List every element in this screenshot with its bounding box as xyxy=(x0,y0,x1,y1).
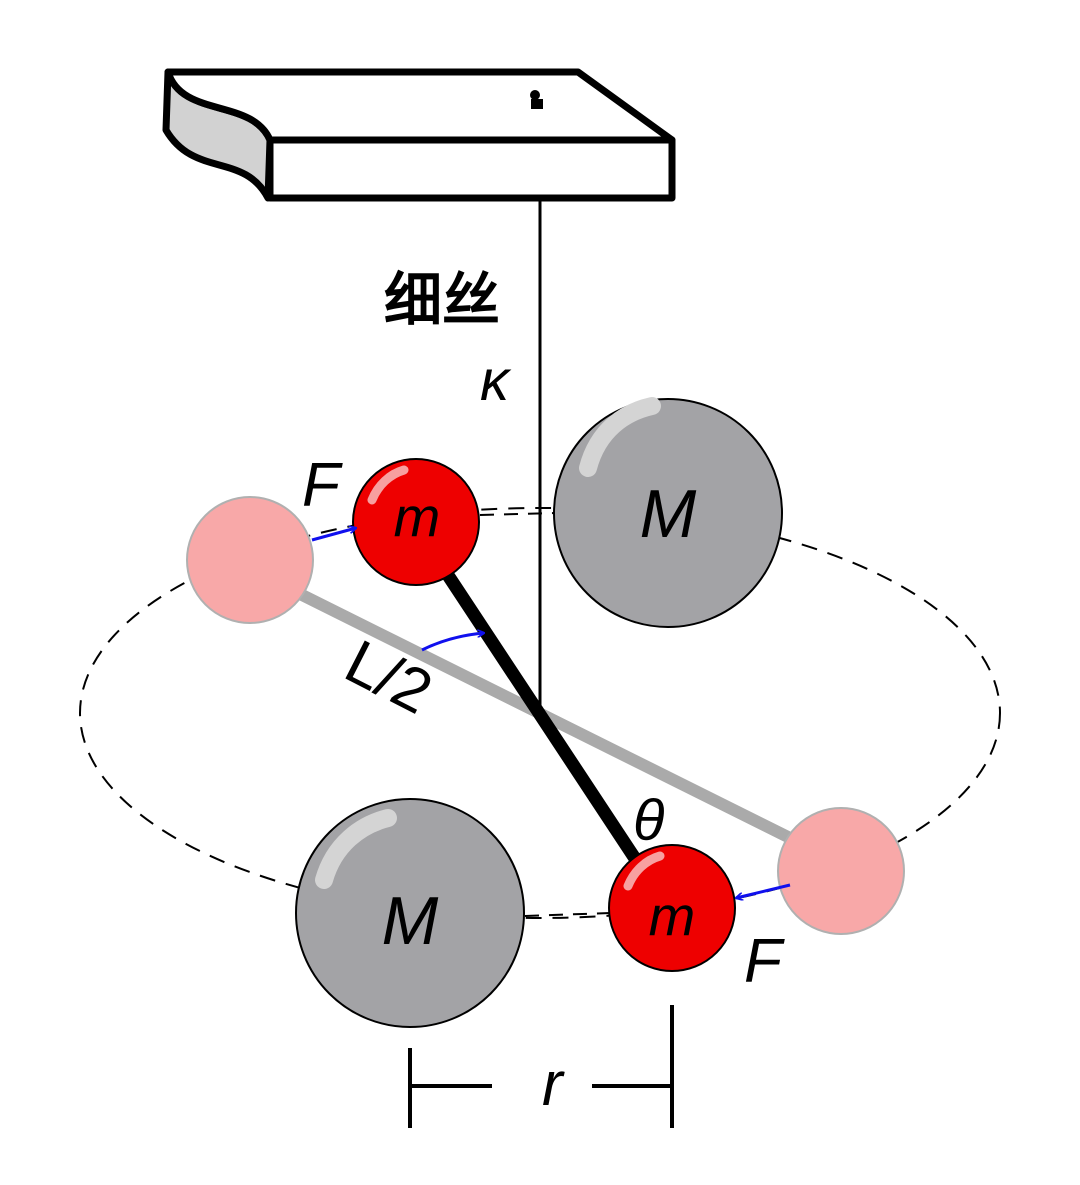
ghost-small-mass-left xyxy=(186,496,314,624)
small-mass-bottom xyxy=(608,844,736,972)
dashed-connector-top xyxy=(479,512,556,516)
angle-label: θ xyxy=(633,788,664,853)
large-mass-bottom xyxy=(295,798,525,1028)
force-arrow-bottom xyxy=(736,883,791,898)
ceiling-front xyxy=(266,136,676,202)
kappa-label: κ xyxy=(480,348,512,413)
half-length-label: L/2 xyxy=(335,627,443,728)
ceiling-bolt xyxy=(530,90,540,100)
large-mass-bottom-label: M xyxy=(382,883,439,959)
small-mass-bottom-label: m xyxy=(649,884,696,947)
force-bottom-label: F xyxy=(744,927,785,996)
force-top-label: F xyxy=(302,451,343,520)
ghost-small-mass-right xyxy=(777,807,905,935)
dashed-connector-bottom xyxy=(524,912,611,917)
ceiling-mount xyxy=(162,68,676,202)
large-mass-top xyxy=(553,397,783,628)
distance-label: r xyxy=(542,1050,565,1119)
ceiling-bolt-stem xyxy=(531,99,543,109)
fiber-label: 细丝 xyxy=(384,266,500,334)
distance-bracket xyxy=(408,1005,674,1128)
force-arrow-top xyxy=(311,528,356,542)
rotation-arrow xyxy=(421,633,484,652)
small-mass-top-label: m xyxy=(394,485,441,548)
large-mass-top-label: M xyxy=(640,476,697,552)
torsion-bar xyxy=(423,541,643,867)
orbit-ellipse xyxy=(79,507,1001,919)
small-mass-top xyxy=(352,458,480,586)
